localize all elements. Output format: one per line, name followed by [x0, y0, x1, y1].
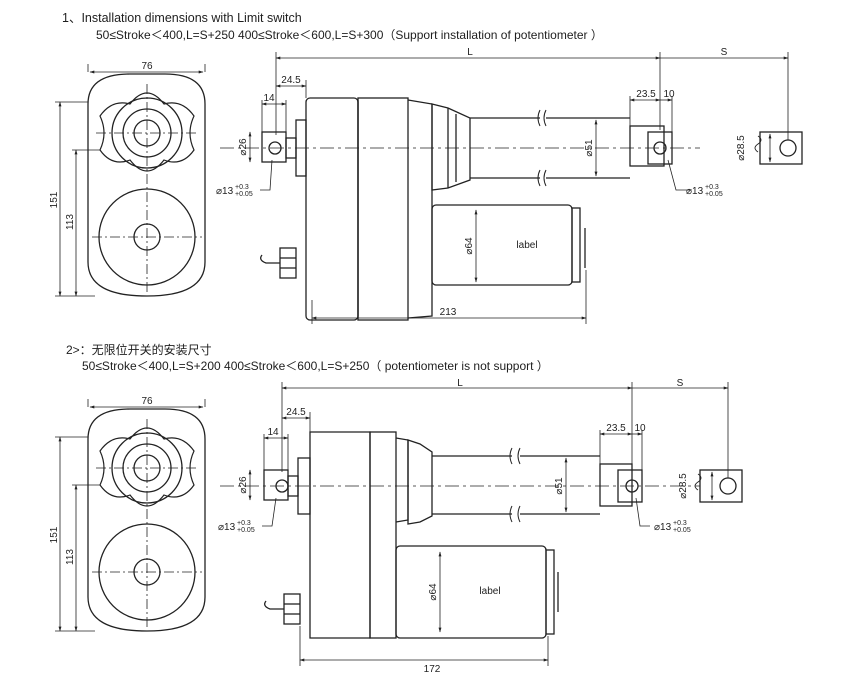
dim-phi64-b: ⌀64	[428, 583, 439, 601]
dim-hole-rear-tol-up-a: +0.3	[235, 184, 249, 191]
dim-hole-front-b: ⌀13	[654, 522, 672, 533]
dim-phi26-b: ⌀26	[238, 476, 249, 494]
actuator-side-view-1	[220, 97, 803, 321]
section2-title: 2>：无限位开关的安装尺寸	[66, 343, 212, 357]
dim-phi64-a: ⌀64	[464, 237, 475, 255]
dim-length-b: 172	[424, 664, 441, 675]
actuator-side-view-2	[220, 431, 743, 639]
dim-phi28-5-b: ⌀28.5	[678, 473, 689, 499]
end-view-2	[55, 399, 206, 632]
dim-hole-front-tol-up-a: +0.3	[705, 184, 719, 191]
dim-hole-rear-b: ⌀13	[218, 522, 236, 533]
dim-L-a: L	[467, 47, 473, 58]
dim-23-5-a: 23.5	[636, 89, 656, 100]
dim-113-a: 113	[65, 214, 76, 230]
section1-title: 1、Installation dimensions with Limit swi…	[62, 11, 302, 25]
dim-hole-rear-tol-up-b: +0.3	[237, 520, 251, 527]
dim-151-a: 151	[49, 191, 60, 208]
motor-label-b: label	[479, 586, 500, 597]
dim-S-a: S	[721, 47, 728, 58]
dim-hole-front-tol-dn-b: +0.05	[673, 527, 691, 534]
dim-14-b: 14	[267, 427, 279, 438]
dimension-lines-2	[248, 382, 729, 666]
section2-subtitle: 50≤Stroke＜400,L=S+200 400≤Stroke＜600,L=S…	[82, 359, 549, 373]
dim-151-b: 151	[49, 526, 60, 543]
dim-phi51-a: ⌀51	[584, 139, 595, 157]
dim-phi26-a: ⌀26	[238, 138, 249, 156]
dim-S-b: S	[677, 378, 684, 389]
dim-76-b: 76	[141, 396, 153, 407]
dim-10-a: 10	[663, 89, 675, 100]
dim-hole-front-tol-up-b: +0.3	[673, 520, 687, 527]
dim-hole-rear-tol-dn-a: +0.05	[235, 191, 253, 198]
dim-113-b: 113	[65, 549, 76, 565]
dim-hole-rear-tol-dn-b: +0.05	[237, 527, 255, 534]
dim-10-b: 10	[634, 423, 646, 434]
dim-hole-rear-a: ⌀13	[216, 186, 234, 197]
dim-24-5-b: 24.5	[286, 407, 306, 418]
dim-phi51-b: ⌀51	[554, 477, 565, 495]
dim-L-b: L	[457, 378, 463, 389]
dimension-lines-1	[248, 52, 789, 324]
dim-76-a: 76	[141, 61, 153, 72]
dim-hole-front-a: ⌀13	[686, 186, 704, 197]
dim-length-a: 213	[440, 307, 457, 318]
dim-14-a: 14	[263, 93, 275, 104]
motor-label-a: label	[516, 240, 537, 251]
dim-hole-front-tol-dn-a: +0.05	[705, 191, 723, 198]
dim-phi28-5-a: ⌀28.5	[736, 135, 747, 161]
dim-24-5-a: 24.5	[281, 75, 301, 86]
dim-23-5-b: 23.5	[606, 423, 626, 434]
end-view-1	[55, 64, 206, 297]
section1-subtitle: 50≤Stroke＜400,L=S+250 400≤Stroke＜600,L=S…	[96, 28, 603, 42]
